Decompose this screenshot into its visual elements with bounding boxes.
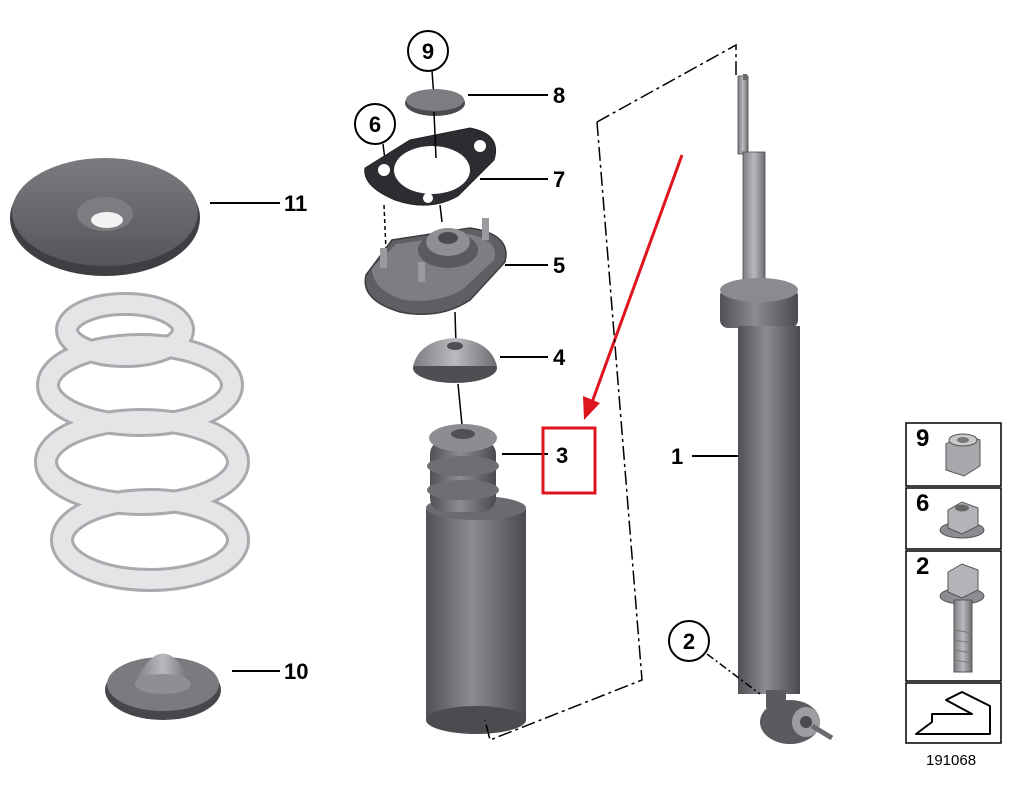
protection-tube-part (426, 383, 526, 734)
dust-cap-part (413, 311, 497, 383)
svg-text:2: 2 (683, 629, 695, 654)
legend-item-9: 9 (916, 425, 929, 452)
callout-4: 4 (553, 345, 566, 370)
spring-seat-disc-part (10, 158, 200, 276)
cap-nut-icon (945, 433, 981, 477)
legend-panel: 9 6 2 (905, 422, 1002, 744)
direction-arrow-icon (915, 691, 991, 735)
assembly-frame-lines (484, 43, 737, 742)
strut-mount-part (364, 204, 507, 315)
highlight-box (541, 426, 597, 495)
callout-5: 5 (553, 253, 565, 278)
svg-text:6: 6 (369, 112, 381, 137)
circled-2-marker: 2 (668, 620, 761, 695)
washer-part (405, 89, 465, 116)
legend-item-6: 6 (916, 490, 929, 517)
circled-9-marker: 9 (407, 30, 449, 99)
spring-pad-part (105, 653, 221, 720)
svg-text:9: 9 (422, 39, 434, 64)
circled-6-marker: 6 (354, 103, 396, 161)
callout-10: 10 (284, 659, 308, 684)
callout-3: 3 (556, 443, 568, 468)
reference-number: 191068 (926, 752, 976, 769)
coil-spring-part (34, 292, 250, 592)
flange-nut-icon (939, 501, 985, 539)
hex-bolt-icon (939, 563, 985, 673)
gasket-part (364, 111, 496, 206)
highlight-arrow (583, 154, 684, 420)
callout-11: 11 (284, 191, 307, 216)
callout-7: 7 (553, 167, 565, 192)
legend-item-2: 2 (916, 553, 929, 580)
callout-1: 1 (671, 444, 683, 469)
callout-8: 8 (553, 83, 565, 108)
shock-absorber-part (720, 74, 834, 744)
